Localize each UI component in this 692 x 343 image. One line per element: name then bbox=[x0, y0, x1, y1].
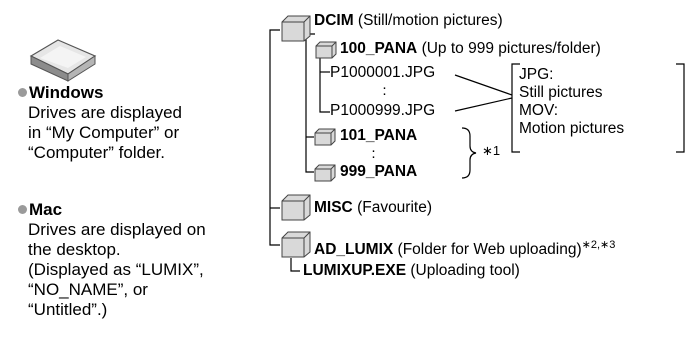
folder-icon bbox=[281, 231, 311, 258]
windows-line-3: “Computer” folder. bbox=[28, 143, 165, 162]
windows-line-2: in “My Computer” or bbox=[28, 123, 180, 142]
ad-lumix-note: ∗2,∗3 bbox=[581, 239, 616, 251]
windows-line-1: Drives are displayed bbox=[28, 103, 183, 122]
bullet-icon bbox=[18, 88, 27, 97]
pana999-name: 999_PANA bbox=[340, 163, 418, 180]
pana101-entry: 101_PANA bbox=[340, 127, 417, 145]
lumixup-desc: (Uploading tool) bbox=[410, 262, 520, 279]
windows-section: Windows Drives are displayed in “My Comp… bbox=[18, 83, 182, 163]
mac-line-2: the desktop. bbox=[28, 240, 121, 259]
folder-icon bbox=[314, 128, 336, 146]
mac-line-4: “NO_NAME”, or bbox=[28, 280, 148, 299]
mac-line-1: Drives are displayed on bbox=[28, 220, 206, 239]
misc-name: MISC bbox=[314, 199, 353, 216]
misc-entry: MISC (Favourite) bbox=[314, 199, 432, 217]
file-last: P1000999.JPG bbox=[330, 102, 436, 119]
folder-ellipsis: ·· bbox=[371, 142, 376, 165]
ad-lumix-entry: AD_LUMIX (Folder for Web uploading)∗2,∗3 bbox=[314, 236, 615, 259]
folder-icon bbox=[315, 41, 337, 59]
folder-icon bbox=[314, 164, 336, 182]
pana999-entry: 999_PANA bbox=[340, 163, 417, 181]
dcim-desc: (Still/motion pictures) bbox=[357, 12, 503, 29]
lumixup-entry: LUMIXUP.EXE (Uploading tool) bbox=[303, 262, 520, 280]
file-ellipsis: ·· bbox=[382, 79, 387, 102]
mac-title: Mac bbox=[29, 200, 63, 219]
dcim-entry: DCIM (Still/motion pictures) bbox=[314, 12, 503, 30]
pana100-entry: 100_PANA (Up to 999 pictures/folder) bbox=[340, 40, 601, 58]
windows-title: Windows bbox=[29, 83, 104, 102]
ad-lumix-name: AD_LUMIX bbox=[314, 241, 394, 258]
pana100-name: 100_PANA bbox=[340, 40, 418, 57]
callout-line-1: JPG: bbox=[519, 66, 554, 83]
callout-line-3: MOV: bbox=[519, 102, 559, 119]
folder-icon bbox=[281, 15, 311, 42]
drive-icon bbox=[29, 39, 97, 82]
note-1: ∗1 bbox=[482, 143, 501, 158]
pana100-desc: (Up to 999 pictures/folder) bbox=[421, 40, 601, 57]
mac-section: Mac Drives are displayed on the desktop.… bbox=[18, 200, 206, 320]
pana101-name: 101_PANA bbox=[340, 127, 418, 144]
misc-desc: (Favourite) bbox=[357, 199, 432, 216]
callout-box: JPG: Still pictures MOV: Motion pictures bbox=[519, 66, 624, 138]
ad-lumix-desc: (Folder for Web uploading) bbox=[397, 241, 582, 258]
mac-line-3: (Displayed as “LUMIX”, bbox=[28, 260, 204, 279]
bullet-icon bbox=[18, 205, 27, 214]
dcim-name: DCIM bbox=[314, 12, 354, 29]
file-first: P1000001.JPG bbox=[330, 64, 436, 81]
callout-line-2: Still pictures bbox=[519, 84, 603, 101]
lumixup-name: LUMIXUP.EXE bbox=[303, 262, 407, 279]
mac-line-5: “Untitled”.) bbox=[28, 300, 108, 319]
folder-icon bbox=[281, 194, 311, 221]
callout-line-4: Motion pictures bbox=[519, 120, 625, 137]
